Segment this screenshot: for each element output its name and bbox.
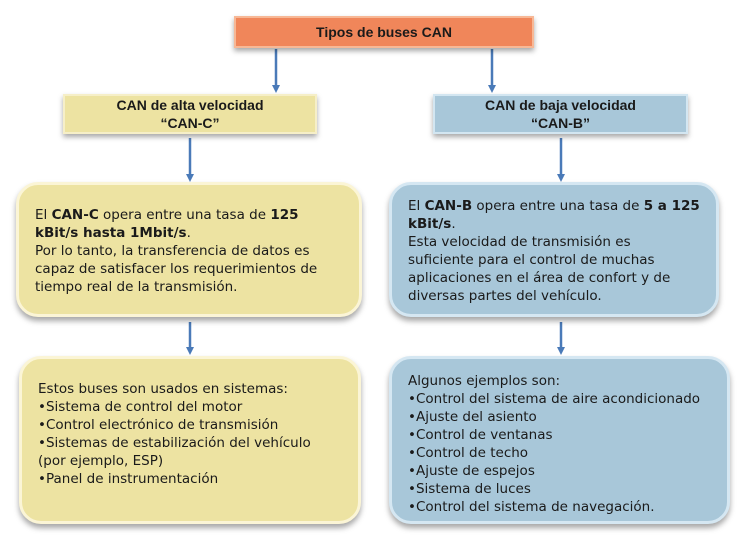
list-item: •Sistema de control del motor: [38, 399, 243, 415]
list-item: •Sistema de luces: [408, 481, 531, 497]
can-c-heading-box: CAN de alta velocidad “CAN-C”: [63, 94, 317, 134]
list-item: •Control de techo: [408, 445, 529, 461]
can-c-rate-text: El CAN-C opera entre una tasa de 125 kBi…: [35, 207, 299, 241]
list-item: •Ajuste de espejos: [408, 463, 535, 479]
can-b-description-card: El CAN-B opera entre una tasa de 5 a 125…: [389, 182, 719, 317]
can-c-realtime-text: Por lo tanto, la transferencia de datos …: [35, 243, 318, 295]
can-b-heading-box: CAN de baja velocidad “CAN-B”: [433, 94, 688, 134]
can-b-examples-list: •Control del sistema de aire acondiciona…: [408, 390, 711, 516]
list-item: •Sistemas de estabilización del vehículo…: [38, 435, 311, 469]
can-b-examples-card: Algunos ejemplos son: •Control del siste…: [389, 356, 730, 524]
can-b-label: CAN-B: [424, 198, 473, 214]
can-b-rate-value: 5 a 125 kBit/s: [408, 198, 700, 232]
can-c-label: CAN-C: [51, 207, 99, 223]
can-c-examples-list: •Sistema de control del motor •Control e…: [38, 398, 342, 488]
can-c-examples-intro: Estos buses son usados en sistemas:: [38, 381, 288, 397]
diagram-title: Tipos de buses CAN: [316, 24, 452, 40]
can-b-heading-line1: CAN de baja velocidad: [485, 97, 636, 113]
can-b-examples-intro: Algunos ejemplos son:: [408, 373, 561, 389]
diagram-title-box: Tipos de buses CAN: [234, 16, 534, 48]
can-c-description-card: El CAN-C opera entre una tasa de 125 kBi…: [16, 182, 362, 317]
can-b-heading-line2: “CAN-B”: [530, 115, 591, 131]
can-c-heading-line1: CAN de alta velocidad: [116, 97, 264, 113]
list-item: •Control del sistema de aire acondiciona…: [408, 391, 701, 407]
list-item: •Panel de instrumentación: [38, 471, 219, 487]
can-c-heading-line2: “CAN-C”: [160, 115, 220, 131]
can-b-comfort-text: Esta velocidad de transmisión es suficie…: [408, 234, 671, 304]
list-item: •Control electrónico de transmisión: [38, 417, 279, 433]
can-c-examples-card: Estos buses son usados en sistemas: •Sis…: [19, 356, 361, 524]
list-item: •Control del sistema de navegación.: [408, 499, 655, 515]
can-b-rate-text: El CAN-B opera entre una tasa de 5 a 125…: [408, 198, 700, 232]
list-item: •Control de ventanas: [408, 427, 553, 443]
can-c-rate-value: 125 kBit/s hasta 1Mbit/s: [35, 207, 299, 241]
list-item: •Ajuste del asiento: [408, 409, 537, 425]
